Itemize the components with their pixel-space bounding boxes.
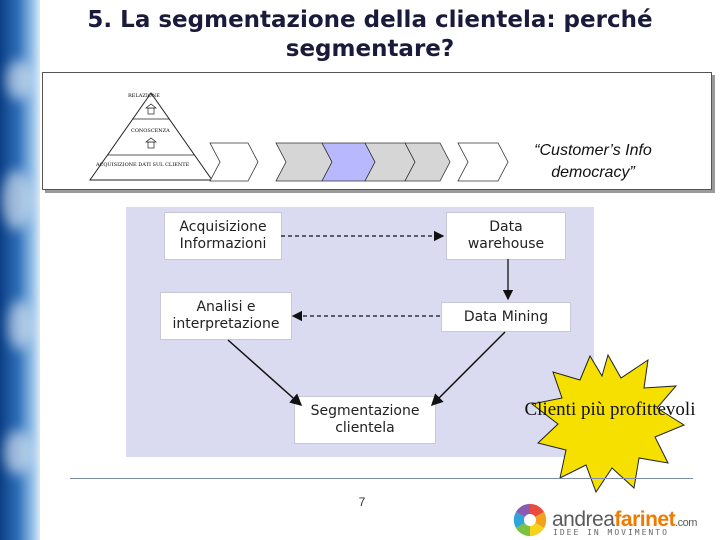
box-data-mining: Data Mining (441, 302, 571, 332)
customer-info-quote: “Customer’s Info democracy” (534, 142, 652, 181)
pyramid-shape (89, 92, 213, 181)
logo-name-part2: farinet (614, 508, 676, 531)
box-data-mining-label: Data Mining (463, 308, 549, 325)
box-data-warehouse: Data warehouse (446, 212, 566, 260)
arrow-mining-to-segmentazione (430, 331, 506, 407)
box-analisi-label: Analisi e interpretazione (172, 299, 280, 332)
logo-text: andreafarinet.com (552, 508, 697, 532)
pyramid-arrow-icon (145, 103, 157, 149)
page-number: 7 (358, 495, 366, 509)
chevron-6 (457, 142, 509, 182)
box-segmentazione: Segmentazione clientela (294, 396, 436, 444)
box-segmentazione-label: Segmentazione clientela (310, 403, 420, 436)
pyramid-level-top: RELAZIONE (128, 93, 160, 99)
chevron-5 (404, 142, 451, 182)
logo-suffix: .com (675, 517, 697, 529)
slide-title: 5. La segmentazione della clientela: per… (87, 7, 653, 62)
logo-name-part1: andrea (552, 508, 615, 531)
pyramid-level-middle: CONOSCENZA (131, 128, 170, 134)
box-acquisizione: Acquisizione Informazioni (164, 212, 282, 260)
pyramid-level-bottom: ACQUISIZIONE DATI SUL CLIENTE (96, 162, 190, 168)
box-acquisizione-label: Acquisizione Informazioni (179, 219, 267, 252)
footer-divider (70, 478, 693, 479)
callout-text: Clienti più profittevoli (524, 399, 696, 420)
logo-tagline: IDEE IN MOVIMENTO (553, 528, 669, 537)
decorative-left-band (0, 0, 40, 540)
box-data-warehouse-label: Data warehouse (467, 219, 545, 252)
chevron-1 (209, 142, 259, 182)
box-analisi: Analisi e interpretazione (160, 292, 292, 340)
arrow-analisi-to-segmentazione (227, 339, 303, 406)
